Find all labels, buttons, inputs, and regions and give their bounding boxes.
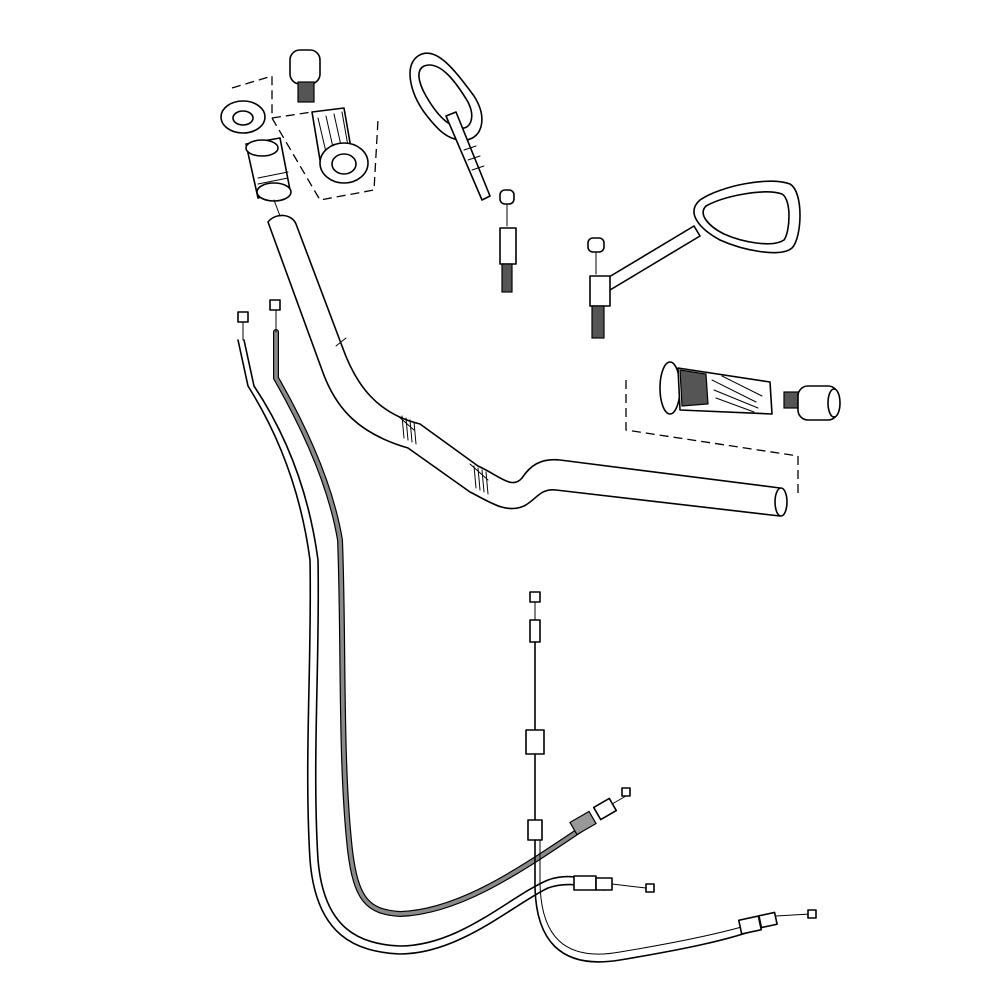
left-grip-leader [273, 199, 281, 217]
bar-end-weight-left [289, 49, 369, 184]
clutch-cable [269, 299, 631, 918]
bar-end-weight-right [783, 385, 841, 421]
right-grip [659, 361, 773, 415]
throttle-cable-2 [525, 591, 761, 963]
right-grip-dashed-guide [625, 380, 799, 498]
left-mirror [409, 52, 517, 293]
right-mirror [587, 180, 801, 339]
left-grip-dashed-guide [231, 75, 379, 201]
left-grip [220, 100, 292, 202]
choke-cable [737, 909, 817, 935]
throttle-cable-1 [237, 311, 655, 955]
handlebar [267, 214, 788, 517]
